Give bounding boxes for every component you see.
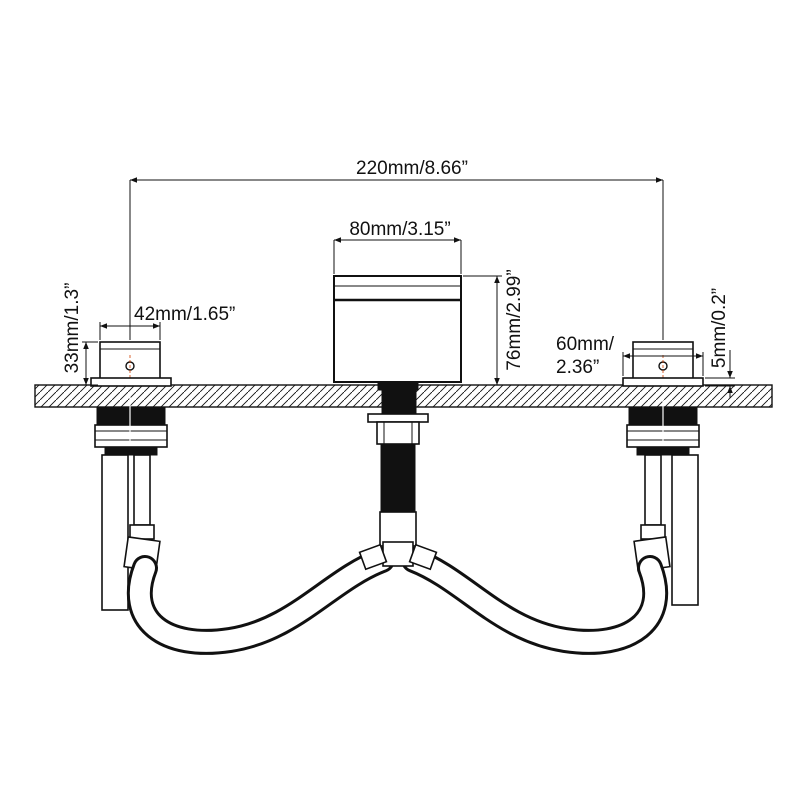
overall-width-dimension xyxy=(129,177,664,340)
right-handle xyxy=(622,341,704,387)
left-valve-body xyxy=(94,395,168,456)
handle-diameter-label: 42mm/1.65” xyxy=(134,304,235,325)
right-supply-pipe xyxy=(633,454,699,606)
spout-width-dimension xyxy=(333,237,462,274)
handle-height-label: 33mm/1.3” xyxy=(62,283,83,374)
base-thickness-dimension xyxy=(705,350,735,398)
left-hose xyxy=(127,547,395,655)
right-valve-body xyxy=(626,395,700,456)
spout-height-dimension xyxy=(463,275,502,386)
spout xyxy=(333,275,462,391)
base-thickness-label: 5mm/0.2” xyxy=(709,288,730,368)
spout-shank xyxy=(367,389,429,563)
left-handle xyxy=(90,341,172,387)
handle-diameter-dimension xyxy=(99,322,161,340)
base-diameter-label-line2: 2.36” xyxy=(556,357,599,378)
left-supply-pipe xyxy=(101,454,161,611)
spout-height-label: 76mm/2.99” xyxy=(504,269,525,370)
tee-connector xyxy=(358,541,438,571)
right-hose xyxy=(401,547,668,655)
base-diameter-dimension xyxy=(622,352,704,376)
overall-width-label: 220mm/8.66” xyxy=(356,158,468,179)
handle-height-dimension xyxy=(82,341,98,386)
base-diameter-label-line1: 60mm/ xyxy=(556,334,615,355)
spout-width-label: 80mm/3.15” xyxy=(349,219,450,240)
